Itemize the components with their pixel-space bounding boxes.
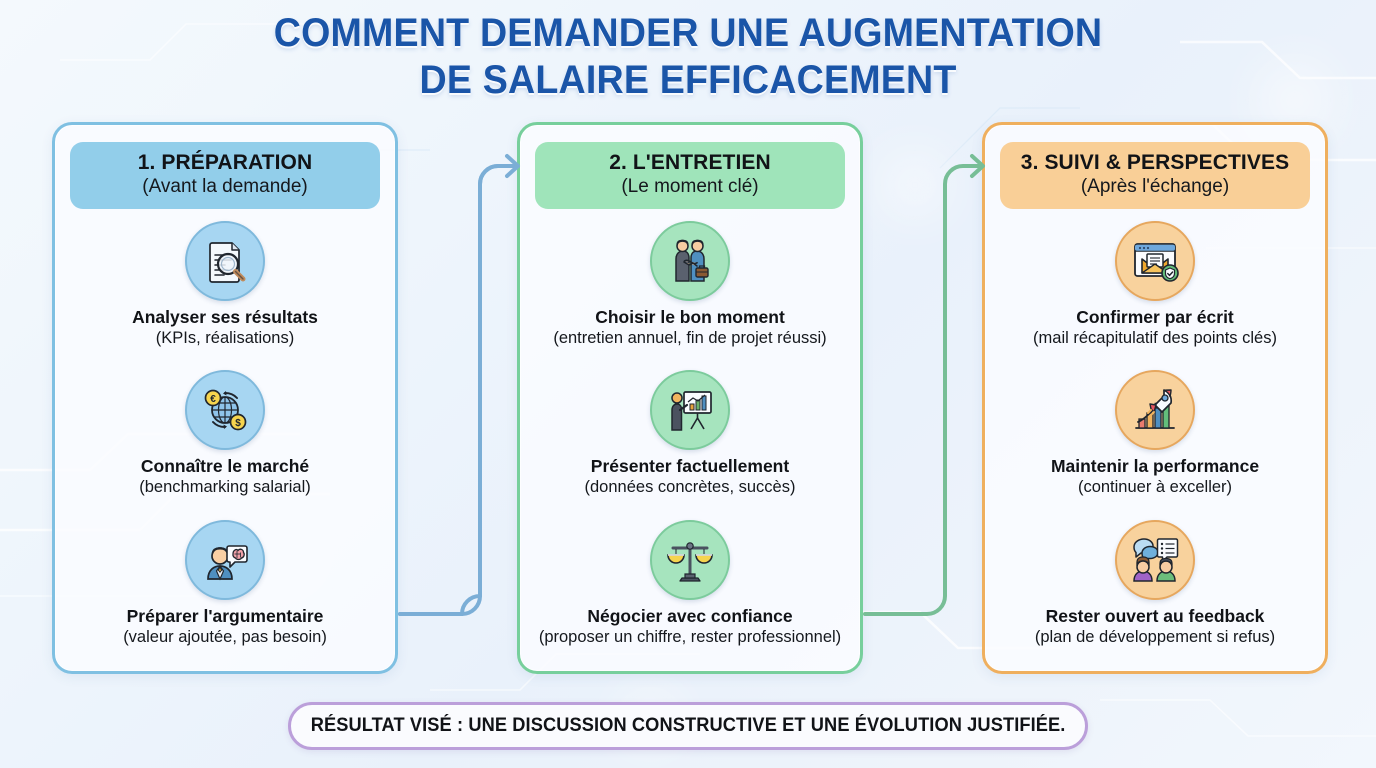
list-item-subtitle: (mail récapitulatif des points clés) bbox=[1033, 329, 1277, 348]
list-item[interactable]: Choisir le bon moment (entretien annuel,… bbox=[520, 221, 860, 348]
list-item-subtitle: (plan de développement si refus) bbox=[1034, 627, 1276, 646]
list-item-subtitle: (benchmarking salarial) bbox=[139, 478, 311, 497]
list-item-subtitle: (proposer un chiffre, rester professionn… bbox=[538, 627, 842, 646]
list-item[interactable]: Présenter factuellement (données concrèt… bbox=[520, 370, 860, 497]
people-feedback-icon bbox=[1115, 519, 1195, 600]
email-confirmation-icon bbox=[1115, 221, 1195, 302]
list-item[interactable]: Maintenir la performance (continuer à ex… bbox=[985, 370, 1325, 497]
step-items-entretien: Choisir le bon moment (entretien annuel,… bbox=[520, 221, 860, 646]
list-item-subtitle: (données concrètes, succès) bbox=[584, 478, 796, 497]
page-title: COMMENT DEMANDER UNE AUGMENTATION DE SAL… bbox=[0, 10, 1376, 104]
list-item-title: Analyser ses résultats bbox=[132, 307, 318, 328]
step-header-subtitle: (Après l'échange) bbox=[1080, 175, 1230, 197]
list-item[interactable]: Rester ouvert au feedback (plan de dével… bbox=[985, 519, 1325, 647]
steps-board: 1. PRÉPARATION (Avant la demande) bbox=[0, 122, 1376, 674]
list-item[interactable]: Analyser ses résultats (KPIs, réalisatio… bbox=[55, 221, 395, 348]
globe-currency-exchange-icon: € $ bbox=[185, 370, 265, 451]
list-item-subtitle: (valeur ajoutée, pas besoin) bbox=[123, 627, 327, 646]
step-header-subtitle: (Le moment clé) bbox=[621, 175, 759, 197]
handshake-icon bbox=[650, 221, 730, 302]
list-item-title: Préparer l'argumentaire bbox=[126, 605, 324, 626]
result-banner: RÉSULTAT VISÉ : UNE DISCUSSION CONSTRUCT… bbox=[288, 702, 1088, 750]
list-item-title: Confirmer par écrit bbox=[1076, 307, 1234, 328]
title-line-1: COMMENT DEMANDER UNE AUGMENTATION bbox=[273, 11, 1103, 55]
list-item[interactable]: Préparer l'argumentaire (valeur ajoutée,… bbox=[55, 519, 395, 647]
svg-text:€: € bbox=[210, 394, 216, 405]
document-magnifier-icon bbox=[185, 221, 265, 302]
balance-scales-icon bbox=[650, 519, 730, 600]
list-item-title: Rester ouvert au feedback bbox=[1045, 605, 1265, 626]
step-card-preparation: 1. PRÉPARATION (Avant la demande) bbox=[52, 122, 398, 674]
list-item-title: Présenter factuellement bbox=[590, 456, 790, 477]
step-card-suivi: 3. SUIVI & PERSPECTIVES (Après l'échange… bbox=[982, 122, 1328, 674]
step-header-suivi: 3. SUIVI & PERSPECTIVES (Après l'échange… bbox=[1000, 142, 1310, 210]
list-item-subtitle: (continuer à exceller) bbox=[1077, 478, 1233, 497]
list-item-subtitle: (entretien annuel, fin de projet réussi) bbox=[553, 329, 827, 348]
arrow-prep-to-entretien bbox=[398, 122, 528, 674]
step-items-preparation: Analyser ses résultats (KPIs, réalisatio… bbox=[55, 221, 395, 646]
step-header-title: 2. L'ENTRETIEN bbox=[609, 151, 771, 174]
presentation-chart-icon bbox=[650, 370, 730, 451]
arrow-entretien-to-suivi bbox=[863, 122, 993, 674]
list-item-title: Négocier avec confiance bbox=[587, 605, 793, 626]
svg-text:$: $ bbox=[235, 418, 241, 429]
list-item-title: Choisir le bon moment bbox=[595, 307, 785, 328]
list-item-title: Maintenir la performance bbox=[1050, 456, 1260, 477]
list-item-subtitle: (KPIs, réalisations) bbox=[155, 329, 295, 348]
step-header-entretien: 2. L'ENTRETIEN (Le moment clé) bbox=[535, 142, 845, 210]
step-items-suivi: Confirmer par écrit (mail récapitulatif … bbox=[985, 221, 1325, 646]
list-item[interactable]: Confirmer par écrit (mail récapitulatif … bbox=[985, 221, 1325, 348]
step-card-entretien: 2. L'ENTRETIEN (Le moment clé) bbox=[517, 122, 863, 674]
step-header-title: 3. SUIVI & PERSPECTIVES bbox=[1020, 151, 1290, 174]
result-banner-text: RÉSULTAT VISÉ : UNE DISCUSSION CONSTRUCT… bbox=[310, 715, 1066, 736]
step-header-subtitle: (Avant la demande) bbox=[142, 175, 308, 197]
rocket-growth-chart-icon bbox=[1115, 370, 1195, 451]
list-item[interactable]: € $ Connaître le marché (benchmarking sa… bbox=[55, 370, 395, 497]
step-header-title: 1. PRÉPARATION bbox=[137, 151, 313, 174]
list-item-title: Connaître le marché bbox=[140, 456, 310, 477]
person-thinking-brain-icon bbox=[185, 519, 265, 600]
step-header-preparation: 1. PRÉPARATION (Avant la demande) bbox=[70, 142, 380, 210]
list-item[interactable]: Négocier avec confiance (proposer un chi… bbox=[520, 519, 860, 647]
title-line-2: DE SALAIRE EFFICACEMENT bbox=[419, 58, 957, 103]
